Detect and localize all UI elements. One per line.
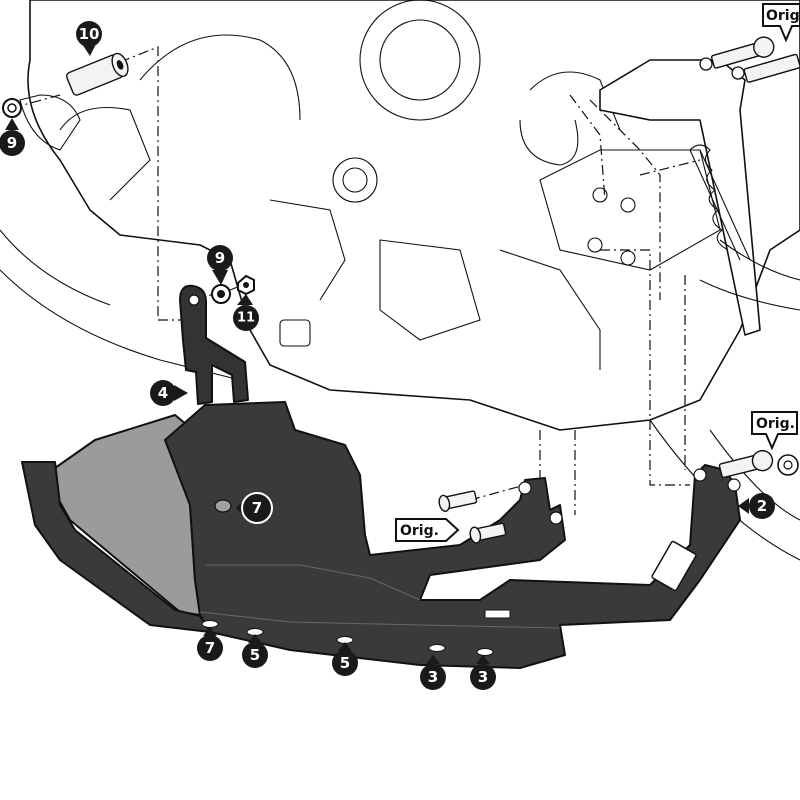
callout-11-label: 11 xyxy=(237,311,255,326)
callout-7-bottom: 7 xyxy=(197,635,223,661)
callout-9-left-label: 9 xyxy=(7,134,17,152)
callout-10: 10 xyxy=(76,21,102,47)
callout-5-a-label: 5 xyxy=(250,646,260,664)
callout-7-plate: 7 xyxy=(241,492,273,524)
hardware xyxy=(2,36,800,544)
orig-label-top-right-text: Orig. xyxy=(766,8,800,24)
callout-5-a: 5 xyxy=(242,642,268,668)
orig-bolt-top-1 xyxy=(710,36,775,69)
callout-2: 2 xyxy=(749,493,775,519)
callout-9-middle: 9 xyxy=(207,245,233,271)
callout-4-label: 4 xyxy=(158,384,168,402)
callout-11: 11 xyxy=(233,305,259,331)
callout-3-a: 3 xyxy=(420,664,446,690)
bracket-left xyxy=(179,284,249,405)
callout-3-b-label: 3 xyxy=(478,668,488,686)
callout-3-a-label: 3 xyxy=(428,668,438,686)
callout-9-left: 9 xyxy=(0,130,25,156)
orig-label-top-right: Orig. xyxy=(762,3,800,43)
skid-plate xyxy=(21,401,741,669)
engine-outline xyxy=(0,0,800,561)
callout-7-plate-label: 7 xyxy=(252,499,262,517)
callout-2-label: 2 xyxy=(757,497,767,515)
callout-5-b: 5 xyxy=(332,650,358,676)
callout-5-b-label: 5 xyxy=(340,654,350,672)
callout-7-bottom-label: 7 xyxy=(205,639,215,657)
orig-label-right-text: Orig. xyxy=(756,416,795,432)
callout-3-b: 3 xyxy=(470,664,496,690)
orig-label-center: Orig. xyxy=(395,518,460,542)
callout-4: 4 xyxy=(150,380,176,406)
orig-bolt-top-2 xyxy=(743,53,800,83)
callout-leaders xyxy=(5,44,749,664)
orig-bolt-center-2 xyxy=(469,522,507,544)
spacer-sleeve xyxy=(65,52,129,96)
callout-9-middle-label: 9 xyxy=(215,249,225,267)
orig-label-center-text: Orig. xyxy=(400,523,439,539)
orig-bolt-right xyxy=(718,449,774,479)
orig-bolt-center-1 xyxy=(438,490,478,512)
orig-label-right: Orig. xyxy=(751,411,798,451)
callout-10-label: 10 xyxy=(79,25,100,43)
